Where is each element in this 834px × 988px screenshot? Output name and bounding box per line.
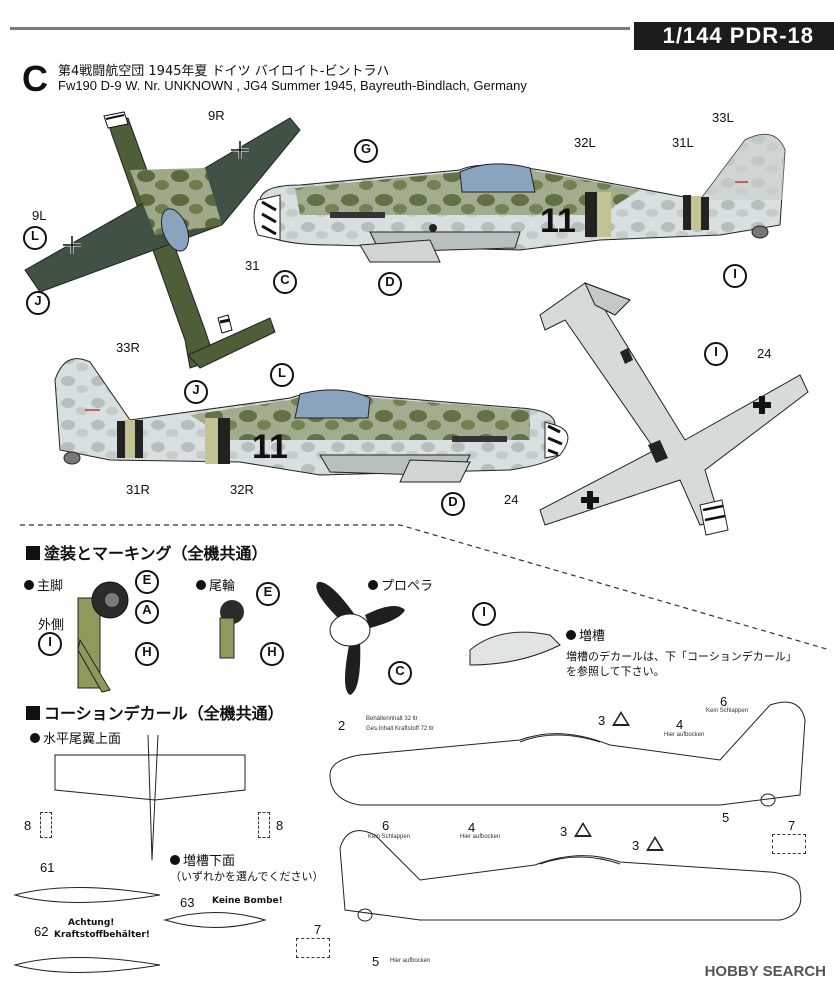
callout-i-side: I — [723, 264, 747, 288]
callout-tail-h: H — [260, 642, 284, 666]
callout-i-under: I — [704, 342, 728, 366]
tank-under-note: （いずれかを選んでください） — [170, 870, 324, 883]
callout-g: G — [354, 139, 378, 163]
paint-section-title: 塗装とマーキング（全機共通） — [26, 540, 268, 564]
callout-d-side: D — [378, 272, 402, 296]
callout-j-top: J — [26, 291, 50, 315]
svg-text:11: 11 — [540, 202, 576, 240]
decal-8-right-box — [258, 812, 270, 838]
drop-tank-label: 増槽 — [566, 625, 605, 644]
htail-outline — [54, 734, 246, 861]
decal-7-a: 7 — [788, 818, 796, 833]
fuel-note-1: Behälterinhalt 32 ltr — [366, 716, 418, 722]
propeller-drawing — [316, 581, 405, 695]
label-31r: 31R — [126, 482, 150, 497]
decal-4-b: 4 — [468, 820, 476, 835]
decal-2: 2 — [338, 718, 346, 733]
step-note-a: Kein Schlappen — [706, 708, 749, 714]
callout-d-right: D — [441, 492, 465, 516]
triangle-icon-b — [574, 822, 592, 837]
underside-aircraft — [539, 282, 809, 536]
decal-63: 63 — [180, 895, 195, 910]
decal-6-b: 6 — [382, 818, 390, 833]
lift-note-c: Hier aufbocken — [390, 958, 431, 964]
triangle-icon-a — [612, 711, 630, 726]
watermark: HOBBY SEARCH — [704, 963, 826, 980]
drop-tank-drawing — [469, 631, 561, 666]
outer-side-label: 外側 — [38, 618, 65, 633]
caution-left-outline — [329, 701, 806, 807]
decal-4-a: 4 — [676, 717, 684, 732]
right-profile-aircraft: 11 — [54, 358, 569, 483]
caution-right-outline — [339, 830, 802, 922]
label-32r: 32R — [230, 482, 254, 497]
label-33l: 33L — [712, 110, 734, 125]
decal-3-b: 3 — [560, 824, 568, 839]
decal-63-text: Keine Bombe! — [212, 896, 283, 906]
decal-5-a: 5 — [722, 810, 730, 825]
header-rule — [10, 27, 630, 30]
callout-gear-i: I — [38, 632, 62, 656]
lift-note-b: Hier aufbocken — [460, 834, 501, 840]
label-9l: 9L — [32, 208, 47, 223]
decal-7-b-box — [296, 938, 330, 958]
decal-3-a: 3 — [598, 713, 606, 728]
triangle-icon-c — [646, 836, 664, 851]
caution-section-title: コーションデカール（全機共通） — [26, 700, 284, 724]
section-divider — [20, 524, 831, 651]
main-gear-label: 主脚 — [24, 575, 63, 594]
label-9r: 9R — [208, 108, 225, 123]
variant-letter: C — [22, 58, 48, 99]
callout-l-right: L — [270, 363, 294, 387]
decal-62-text-1: Achtung! — [68, 918, 115, 928]
callout-prop-c: C — [388, 661, 412, 685]
decal-61: 61 — [40, 860, 55, 875]
lift-note-a: Hier aufbocken — [664, 732, 705, 738]
callout-gear-e: E — [135, 570, 159, 594]
label-31: 31 — [245, 258, 260, 273]
decal-62: 62 — [34, 924, 49, 939]
header-title: 1/144 PDR-18 — [662, 23, 814, 48]
svg-text:11: 11 — [252, 428, 288, 466]
callout-gear-h: H — [135, 642, 159, 666]
decal-7-a-box — [772, 834, 806, 854]
fuel-note-2: Ges.Inhalt Kraftstoff 72 ltr — [366, 726, 434, 732]
callout-gear-a: A — [135, 600, 159, 624]
label-24-lower: 24 — [504, 492, 519, 507]
variant-caption-jp: 第4戦闘航空団 1945年夏 ドイツ バイロイト-ビントラハ — [58, 64, 390, 79]
callout-j-right: J — [184, 380, 208, 404]
main-gear-drawing — [77, 581, 129, 693]
left-profile-aircraft: 11 — [253, 133, 786, 263]
tank-under-label: 増槽下面 — [170, 850, 235, 869]
decal-7-b: 7 — [314, 922, 322, 937]
label-32l: 32L — [574, 135, 596, 150]
label-33r: 33R — [116, 340, 140, 355]
callout-tail-e: E — [256, 582, 280, 606]
variant-caption-en: Fw190 D-9 W. Nr. UNKNOWN , JG4 Summer 19… — [58, 78, 527, 93]
decal-3-c: 3 — [632, 838, 640, 853]
htail-upper-label: 水平尾翼上面 — [30, 728, 121, 747]
tail-wheel-drawing — [219, 600, 244, 659]
decal-8-left-box — [40, 812, 52, 838]
header-title-box — [634, 22, 834, 50]
label-24-upper: 24 — [757, 346, 772, 361]
decal-6-a: 6 — [720, 694, 728, 709]
decal-8-right: 8 — [276, 818, 284, 833]
drop-tank-note-1: 増槽のデカールは、下「コーションデカール」 — [566, 650, 797, 663]
label-31l: 31L — [672, 135, 694, 150]
callout-c: C — [273, 270, 297, 294]
top-view-aircraft — [24, 111, 301, 369]
propeller-label: プロペラ — [368, 575, 433, 594]
decal-5-b: 5 — [372, 954, 380, 969]
decal-62-text-2: Kraftstoffbehälter! — [54, 930, 150, 940]
callout-tank-i: I — [472, 602, 496, 626]
callout-l-top: L — [23, 226, 47, 250]
drop-tank-note-2: を参照して下さい。 — [566, 665, 665, 678]
step-note-b: Kein Schlappen — [368, 834, 411, 840]
decal-8-left: 8 — [24, 818, 32, 833]
drop-tank-outlines — [13, 887, 267, 973]
tail-wheel-label: 尾輪 — [196, 575, 235, 594]
